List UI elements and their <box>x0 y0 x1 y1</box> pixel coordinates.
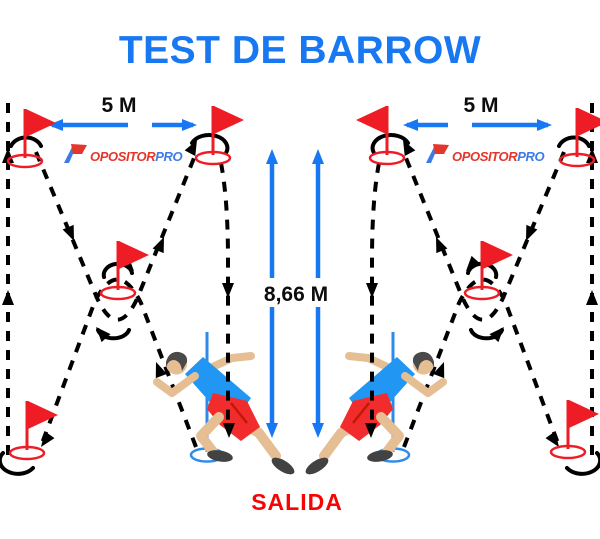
brand-logo-left <box>64 144 183 164</box>
course-length-label: 8,66 M <box>264 283 328 306</box>
arrow-up-icon <box>265 148 279 165</box>
arrow-down-icon <box>311 422 325 439</box>
spacing-label-left: 5 M <box>101 94 136 117</box>
page-title: TEST DE BARROW <box>119 29 481 72</box>
course-length-arrows <box>265 148 325 439</box>
flag-icon <box>8 399 60 461</box>
arrow-down-icon <box>265 422 279 439</box>
arrow-up-icon <box>311 148 325 165</box>
brand-logo-right <box>426 144 545 164</box>
start-label: SALIDA <box>251 489 343 515</box>
flag-icon <box>463 239 515 301</box>
spacing-label-right: 5 M <box>463 94 498 117</box>
